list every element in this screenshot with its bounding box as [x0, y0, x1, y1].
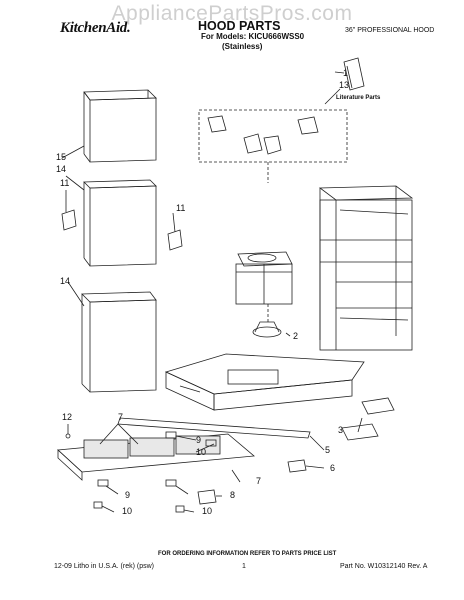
switch-part [287, 459, 307, 473]
support-frame [318, 185, 414, 351]
callout-2: 2 [293, 331, 299, 341]
callout-1: 1 [343, 68, 349, 78]
middle-chimney [83, 179, 157, 267]
callout-10-lower-right: 10 [202, 506, 213, 516]
callout-15: 15 [56, 152, 67, 162]
callout-7-upper: 7 [118, 412, 124, 422]
callout-10-lower-left: 10 [122, 506, 133, 516]
footer-part-number: Part No. W10312140 Rev. A [340, 563, 428, 570]
callout-10-upper: 10 [196, 447, 207, 457]
clip-9b [97, 479, 109, 487]
footer-litho: 12-09 Litho in U.S.A. (rek) (psw) [54, 563, 154, 570]
page-title: HOOD PARTS [198, 19, 281, 33]
callout-9-lower: 9 [125, 490, 131, 500]
bracket-lower [341, 423, 379, 441]
product-title: 36" PROFESSIONAL HOOD [345, 27, 435, 34]
finish-line: (Stainless) [222, 42, 263, 51]
blower-motor [235, 251, 293, 305]
pad-right [167, 229, 183, 251]
bracket-kit [198, 109, 348, 163]
upper-chimney [83, 89, 157, 163]
clip-part [197, 489, 217, 505]
brand-logo: KitchenAid. [60, 20, 131, 36]
hood-canopy [164, 353, 365, 411]
literature-label: Literature Parts [336, 95, 381, 101]
callout-8: 8 [230, 490, 236, 500]
callout-11-left: 11 [60, 178, 70, 188]
callout-7-lower: 7 [256, 476, 262, 486]
bracket-upper [361, 397, 395, 415]
lower-chimney [81, 291, 157, 393]
callout-9-upper: 9 [196, 435, 202, 445]
callout-14-lower: 14 [60, 276, 71, 286]
callout-13: 13 [339, 80, 350, 90]
fan-part [252, 321, 282, 338]
pad-left [61, 209, 77, 231]
literature-booklet [343, 57, 365, 91]
filter-panel [57, 433, 255, 481]
callout-11-right: 11 [176, 203, 186, 213]
callout-14-upper: 14 [56, 164, 67, 174]
ordering-note: FOR ORDERING INFORMATION REFER TO PARTS … [158, 551, 337, 557]
callout-5: 5 [325, 445, 331, 455]
clip-10b [165, 479, 177, 487]
callout-3: 3 [338, 425, 344, 435]
clip-10d [175, 505, 185, 513]
clip-9a [165, 431, 177, 439]
clip-10a [205, 439, 217, 447]
model-line: For Models: KICU666WSS0 [201, 32, 305, 41]
clip-10c [93, 501, 103, 509]
callout-6: 6 [330, 463, 336, 473]
watermark: AppliancePartsPros.com [111, 2, 353, 25]
screw [65, 433, 71, 439]
callout-12: 12 [62, 412, 73, 422]
light-strip [117, 417, 311, 439]
footer-page-number: 1 [242, 563, 246, 570]
